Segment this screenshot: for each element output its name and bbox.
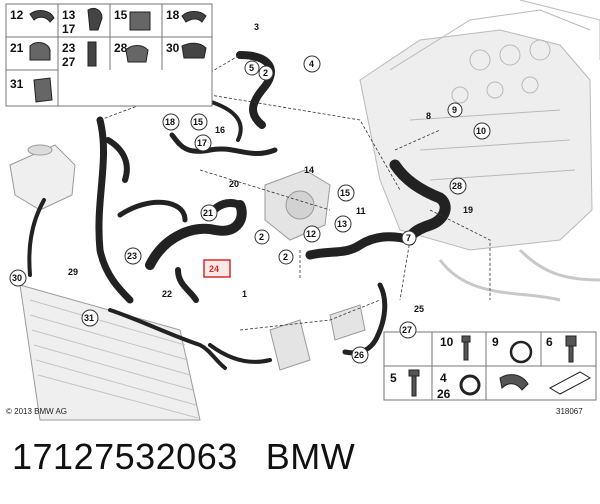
parts-diagram: 12 13 17 15 18 21 23 27 28 30 31 10 9 (5, 0, 600, 421)
legend-top-left: 12 13 17 15 18 21 23 27 28 30 31 (5, 3, 213, 107)
callout-2c: 2 (258, 65, 274, 81)
callout-1: 1 (242, 289, 247, 299)
svg-text:8: 8 (426, 111, 431, 121)
svg-text:26: 26 (354, 350, 364, 360)
legend-12: 12 (10, 8, 24, 22)
svg-text:16: 16 (215, 125, 225, 135)
copyright-text: © 2013 BMW AG (6, 407, 67, 416)
callout-19: 19 (463, 205, 473, 215)
svg-text:3: 3 (254, 22, 259, 32)
callout-14: 14 (304, 165, 314, 175)
svg-text:2: 2 (259, 232, 264, 242)
radiator-illustration (19, 284, 201, 421)
callout-11: 11 (356, 206, 366, 216)
pipe-assembly-illustration (269, 304, 366, 371)
svg-text:18: 18 (165, 117, 175, 127)
svg-text:15: 15 (340, 188, 350, 198)
legend-13: 13 (62, 8, 76, 22)
legend-9: 9 (492, 335, 499, 349)
callout-10: 10 (473, 122, 491, 140)
svg-text:31: 31 (84, 313, 94, 323)
legend-21: 21 (10, 41, 24, 55)
svg-text:11: 11 (356, 206, 366, 216)
svg-text:12: 12 (306, 229, 316, 239)
callout-5: 5 (244, 60, 260, 76)
callout-21: 21 (200, 204, 218, 222)
svg-text:9: 9 (452, 105, 457, 115)
svg-text:4: 4 (309, 59, 314, 69)
svg-text:10: 10 (476, 126, 486, 136)
svg-text:5: 5 (249, 63, 254, 73)
callout-23: 23 (124, 247, 142, 265)
svg-text:29: 29 (68, 267, 78, 277)
svg-text:17: 17 (197, 138, 207, 148)
legend-10: 10 (440, 335, 454, 349)
svg-text:25: 25 (414, 304, 424, 314)
legend-5: 5 (390, 371, 397, 385)
callout-4: 4 (303, 55, 321, 73)
water-pump-illustration (264, 169, 331, 241)
svg-text:13: 13 (337, 219, 347, 229)
legend-26: 26 (437, 387, 451, 401)
callout-18: 18 (162, 113, 180, 131)
svg-text:1: 1 (242, 289, 247, 299)
legend-17: 17 (62, 22, 76, 36)
svg-text:15: 15 (193, 117, 203, 127)
svg-text:30: 30 (12, 273, 22, 283)
callout-28: 28 (449, 177, 467, 195)
legend-28: 28 (114, 41, 128, 55)
callout-22: 22 (162, 289, 172, 299)
svg-text:27: 27 (402, 325, 412, 335)
callout-17: 17 (194, 134, 212, 152)
brand-name: BMW (265, 436, 356, 477)
callout-29: 29 (68, 267, 78, 277)
legend-31: 31 (10, 77, 24, 91)
svg-text:14: 14 (304, 165, 314, 175)
svg-text:24: 24 (209, 264, 219, 274)
part-number: 17127532063 (12, 436, 238, 477)
hoses (27, 51, 451, 370)
callout-26: 26 (351, 346, 369, 364)
svg-text:21: 21 (203, 208, 213, 218)
legend-4: 4 (440, 371, 447, 385)
legend-bottom-right: 10 9 6 5 4 26 (383, 331, 597, 401)
legend-18: 18 (166, 8, 180, 22)
callout-20: 20 (229, 179, 239, 189)
caption: 17127532063 BMW (12, 436, 355, 478)
callout-25: 25 (414, 304, 424, 314)
engine-illustration (359, 0, 600, 302)
callout-3: 3 (254, 22, 259, 32)
svg-text:19: 19 (463, 205, 473, 215)
svg-text:28: 28 (452, 181, 462, 191)
svg-text:2: 2 (283, 252, 288, 262)
callout-2b: 2 (278, 249, 294, 265)
legend-30: 30 (166, 41, 180, 55)
callout-8: 8 (426, 111, 431, 121)
svg-text:20: 20 (229, 179, 239, 189)
diagram-id: 318067 (556, 407, 583, 416)
callout-9: 9 (447, 102, 463, 118)
legend-23: 23 (62, 41, 76, 55)
legend-6: 6 (546, 335, 553, 349)
expansion-tank-illustration (9, 144, 76, 211)
callout-24: 24 (203, 259, 231, 278)
callouts: 1 2 2 2 3 4 5 7 8 9 10 11 12 13 14 15 15… (9, 22, 491, 364)
callout-7: 7 (401, 230, 417, 246)
svg-text:2: 2 (263, 68, 268, 78)
callout-12: 12 (303, 225, 321, 243)
callout-15a: 15 (337, 184, 355, 202)
svg-text:23: 23 (127, 251, 137, 261)
callout-16: 16 (215, 125, 225, 135)
svg-text:7: 7 (406, 233, 411, 243)
callout-27: 27 (399, 321, 417, 339)
callout-30: 30 (9, 269, 27, 287)
legend-15: 15 (114, 8, 128, 22)
callout-2a: 2 (254, 229, 270, 245)
callout-15b: 15 (190, 113, 208, 131)
svg-text:22: 22 (162, 289, 172, 299)
callout-31: 31 (81, 309, 99, 327)
callout-13: 13 (334, 215, 352, 233)
legend-27: 27 (62, 55, 76, 69)
